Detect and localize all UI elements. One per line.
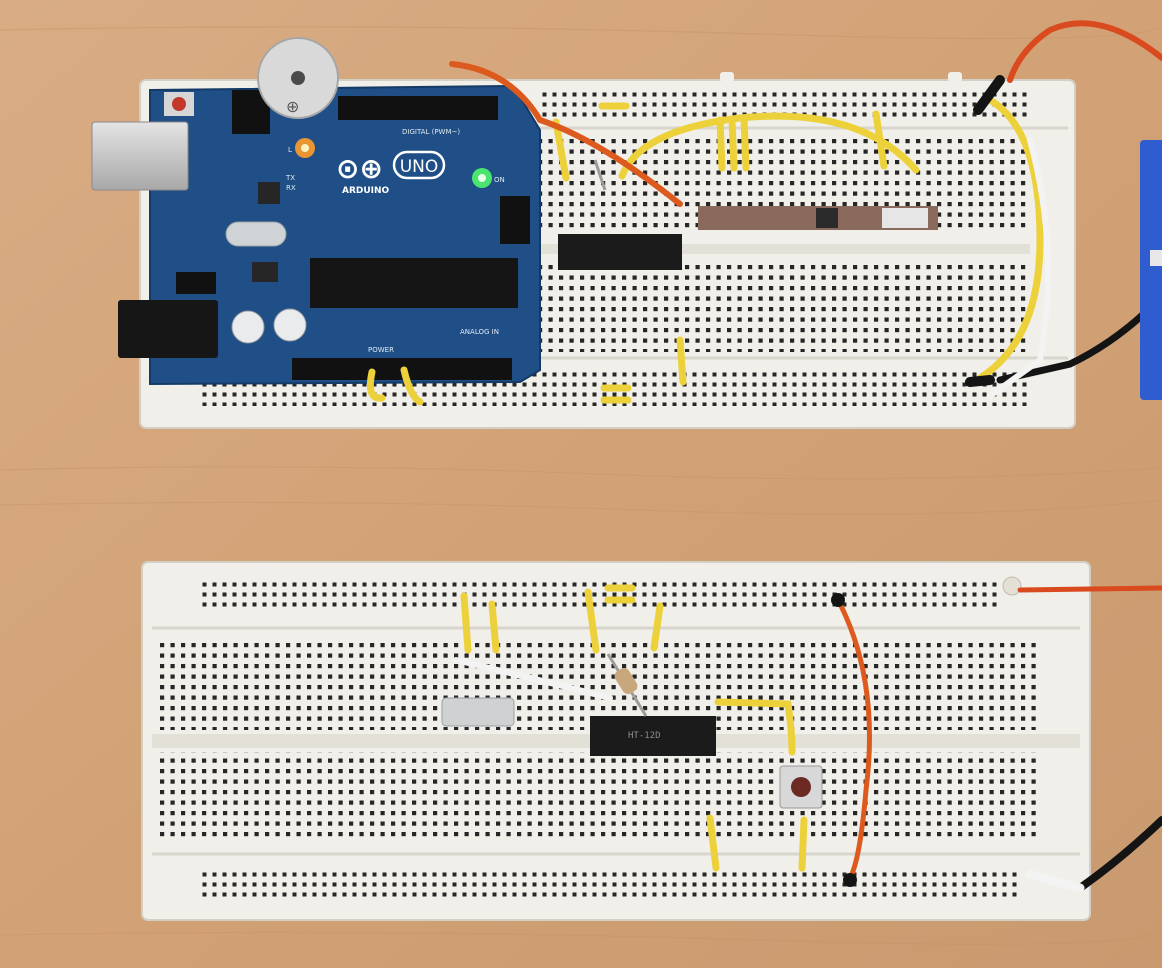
lower-crystal: [441, 697, 515, 727]
arduino-model-label: UNO: [400, 157, 439, 177]
arduino-uno-board: ⊙⊕ UNO ARDUINO DIGITAL (PWM~) POWER ANAL…: [91, 84, 541, 386]
push-button[interactable]: [779, 765, 823, 809]
upper-terminal-strip-b: [540, 262, 1030, 352]
lower-orange-jumper: [835, 597, 872, 881]
power-jack: [118, 300, 218, 358]
battery: [1140, 140, 1162, 400]
piezo-buzzer: ⊕: [257, 37, 339, 119]
usb-port: [91, 121, 189, 191]
lower-power-wires: [1017, 585, 1162, 893]
arduino-brand-label: ARDUINO: [342, 186, 390, 196]
analog-pins-label: ANALOG IN: [460, 328, 499, 336]
lower-bottom-rail: [200, 868, 1020, 902]
upper-ic-chip: [558, 234, 682, 270]
atmega-chip: [310, 258, 518, 308]
lower-top-rail: [200, 580, 1000, 612]
upper-yellow-jumpers: [366, 96, 1044, 406]
upper-resistor-module: [698, 206, 938, 230]
upper-orange-jumper: [449, 61, 683, 207]
small-resistor: [593, 159, 607, 191]
arduino-logo-symbol: ⊙⊕: [336, 152, 383, 185]
lower-terminal-strip-a: [160, 640, 1040, 730]
led-l-label: L: [288, 146, 292, 154]
buzzer-plus-symbol: ⊕: [286, 97, 299, 116]
capacitor: [273, 308, 307, 342]
digital-pins-label: DIGITAL (PWM~): [402, 128, 460, 136]
power-pins-label: POWER: [368, 346, 394, 354]
led-tx-label: TX: [285, 174, 295, 182]
lower-yellow-jumpers: [460, 584, 808, 872]
led-on-label: ON: [494, 176, 505, 184]
led-rx-label: RX: [286, 184, 296, 192]
crystal-oscillator: [225, 221, 287, 247]
lower-resistor: [606, 653, 648, 717]
lower-white-jumper: [453, 657, 613, 701]
decoder-ic-chip: HT-12D: [590, 716, 716, 756]
capacitor: [231, 310, 265, 344]
lower-terminal-strip-b: [160, 752, 1040, 842]
digital-header: [338, 96, 498, 120]
decoder-chip-label: HT-12D: [628, 731, 661, 741]
wood-grain: [0, 25, 1162, 945]
